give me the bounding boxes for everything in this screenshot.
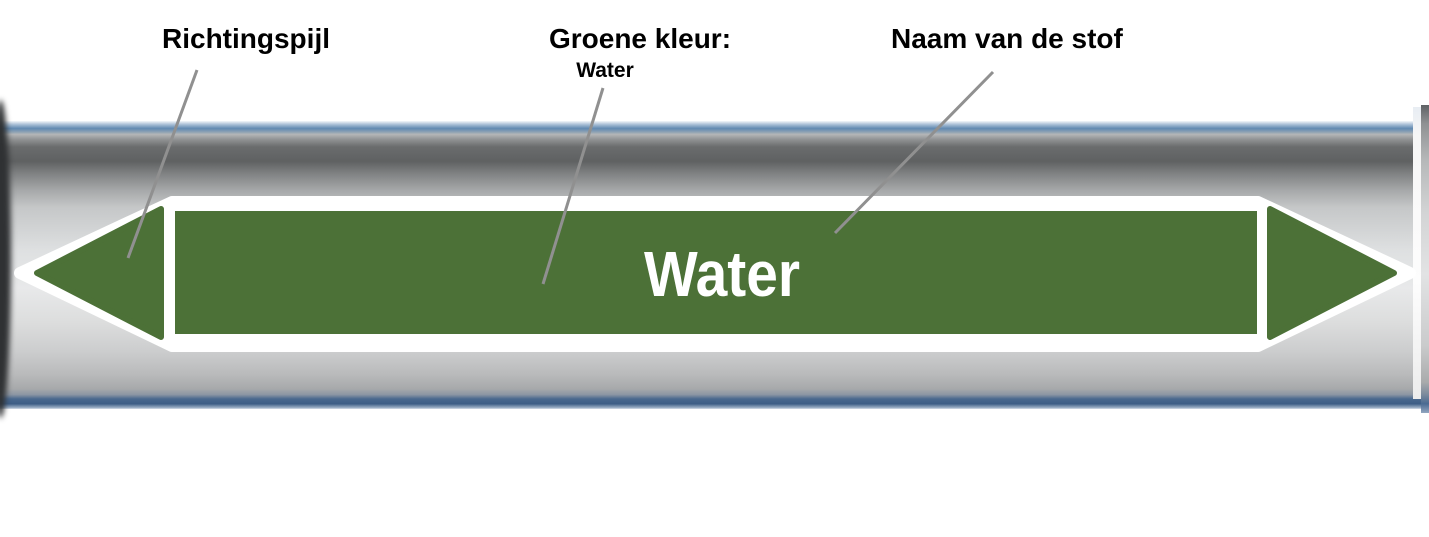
- marker-substance-text: Water: [644, 238, 800, 310]
- leader-line-substance-name: [833, 70, 995, 235]
- leader-line-green-color: [541, 87, 605, 285]
- pipe-joint-gap: [1413, 107, 1421, 399]
- pipe-joint-seam: [1421, 105, 1429, 413]
- annotation-green-color-sublabel: Water: [576, 59, 634, 82]
- pipe-left-rim: [0, 100, 11, 418]
- leader-lines: [126, 69, 995, 285]
- pipe-marker-label: Water: [14, 196, 1416, 352]
- left-direction-arrow: [34, 206, 164, 340]
- annotation-green-color: Groene kleur:: [548, 23, 732, 54]
- annotation-direction-arrow: Richtingspijl: [162, 23, 330, 54]
- annotation-substance-name: Naam van de stof: [891, 23, 1123, 54]
- right-direction-arrow: [1267, 206, 1397, 340]
- leader-line-direction-arrow: [126, 69, 199, 259]
- marker-body: [175, 211, 1257, 334]
